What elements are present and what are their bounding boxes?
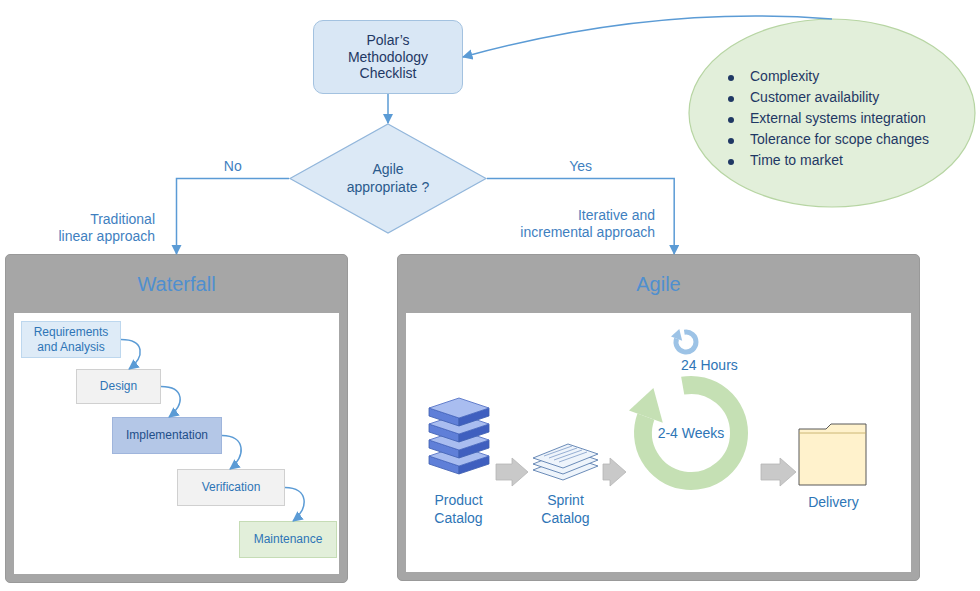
text-holder: Tolerance for scope changes <box>750 131 929 148</box>
bullet-dot <box>728 138 734 144</box>
sheet <box>533 444 598 468</box>
bullet-text: Customer availability <box>750 89 879 106</box>
delivery-folder: Delivery <box>796 421 871 511</box>
decision-diamond: Agile appropriate ? <box>289 123 487 234</box>
bullet-dot <box>728 159 734 165</box>
folder-flap <box>799 433 866 434</box>
branch-note: Iterative and incremental approach <box>507 207 655 241</box>
flow-arrow <box>603 458 626 486</box>
phase-box: Maintenance <box>239 521 337 558</box>
box-text: Design <box>100 379 137 393</box>
bullet-dot <box>728 96 734 102</box>
text-holder: Delivery <box>796 493 871 512</box>
text-holder: Customer availability <box>750 89 879 106</box>
cycle-ring <box>643 385 739 481</box>
box-text: Polar’s Methodology Checklist <box>338 32 438 82</box>
text-holder: Iterative and incremental approach <box>507 207 655 241</box>
connector <box>121 340 140 370</box>
connector <box>177 179 290 255</box>
box-text: Implementation <box>126 428 208 442</box>
text-holder: Complexity <box>750 68 819 85</box>
connector <box>487 179 674 255</box>
text-holder: No <box>193 157 273 175</box>
bullet-text: Tolerance for scope changes <box>750 131 929 148</box>
connector <box>285 488 304 522</box>
text-holder: External systems integration <box>750 110 926 127</box>
diamond-outline <box>290 124 486 233</box>
edge-label: Yes <box>566 158 595 174</box>
bullet-text: Time to market <box>750 152 843 169</box>
text-holder: 2-4 Weeks <box>641 424 741 442</box>
edge-label: No <box>221 158 245 174</box>
phase-box: Verification <box>177 469 285 506</box>
shape-art <box>528 444 603 484</box>
cycle-head <box>629 388 663 423</box>
process-box: Polar’s Methodology Checklist <box>313 20 463 94</box>
method-panel: WaterfallRequirements and AnalysisDesign… <box>5 254 348 583</box>
sheet-line <box>559 452 587 462</box>
flow-arrow <box>761 458 796 486</box>
decision-text: Agile appropriate ? <box>345 161 431 196</box>
connector <box>161 387 180 418</box>
panel-heading: Waterfall <box>137 273 215 296</box>
text-holder: Product Catalog <box>421 492 496 527</box>
bullet-dot <box>728 75 734 81</box>
bullet-text: External systems integration <box>750 110 926 127</box>
catalog-icon: Product Catalog <box>421 394 496 534</box>
box-text: Maintenance <box>254 532 323 546</box>
panel-heading: Agile <box>636 273 680 296</box>
stack-top <box>429 398 489 418</box>
method-panel: AgileProduct Catalog Sprint Catalog 24 Hou… <box>397 254 920 581</box>
phase-box: Implementation <box>112 417 222 454</box>
bullet-dot <box>728 117 734 123</box>
icon-label: Product Catalog <box>421 492 496 527</box>
icon-label: Sprint Catalog <box>528 492 603 527</box>
criteria-ellipse: ComplexityCustomer availabilityExternal … <box>688 18 976 208</box>
text-holder: Time to market <box>750 152 843 169</box>
box-text: Verification <box>202 480 261 494</box>
bullet-text: Complexity <box>750 68 819 85</box>
connector <box>387 94 389 123</box>
connector <box>463 16 832 57</box>
text-holder: Yes <box>541 157 621 175</box>
text-holder: Agile <box>398 273 919 296</box>
flow-arrow <box>496 458 528 486</box>
daily-head <box>671 329 682 341</box>
shape-art <box>421 394 496 476</box>
box-text: Requirements and Analysis <box>27 325 115 354</box>
text-holder: 24 Hours <box>681 357 738 374</box>
text-holder: Waterfall <box>6 273 347 296</box>
shape-art <box>626 326 761 496</box>
folder-back <box>799 424 866 485</box>
sprint-cycle: 24 Hours 2-4 Weeks <box>626 326 761 496</box>
branch-note: Traditional linear approach <box>55 211 155 245</box>
connector <box>222 436 241 470</box>
text-holder: Sprint Catalog <box>528 492 603 527</box>
phase-box: Design <box>76 369 161 404</box>
catalog-icon: Sprint Catalog <box>528 444 603 534</box>
phase-box: Requirements and Analysis <box>21 321 121 358</box>
cycle-text: 24 Hours <box>681 357 738 374</box>
shape-art <box>796 421 871 487</box>
text-holder: Traditional linear approach <box>55 211 155 245</box>
ellipse-outline <box>689 19 975 207</box>
cycle-text: 2-4 Weeks <box>658 425 725 442</box>
icon-label: Delivery <box>808 494 859 512</box>
